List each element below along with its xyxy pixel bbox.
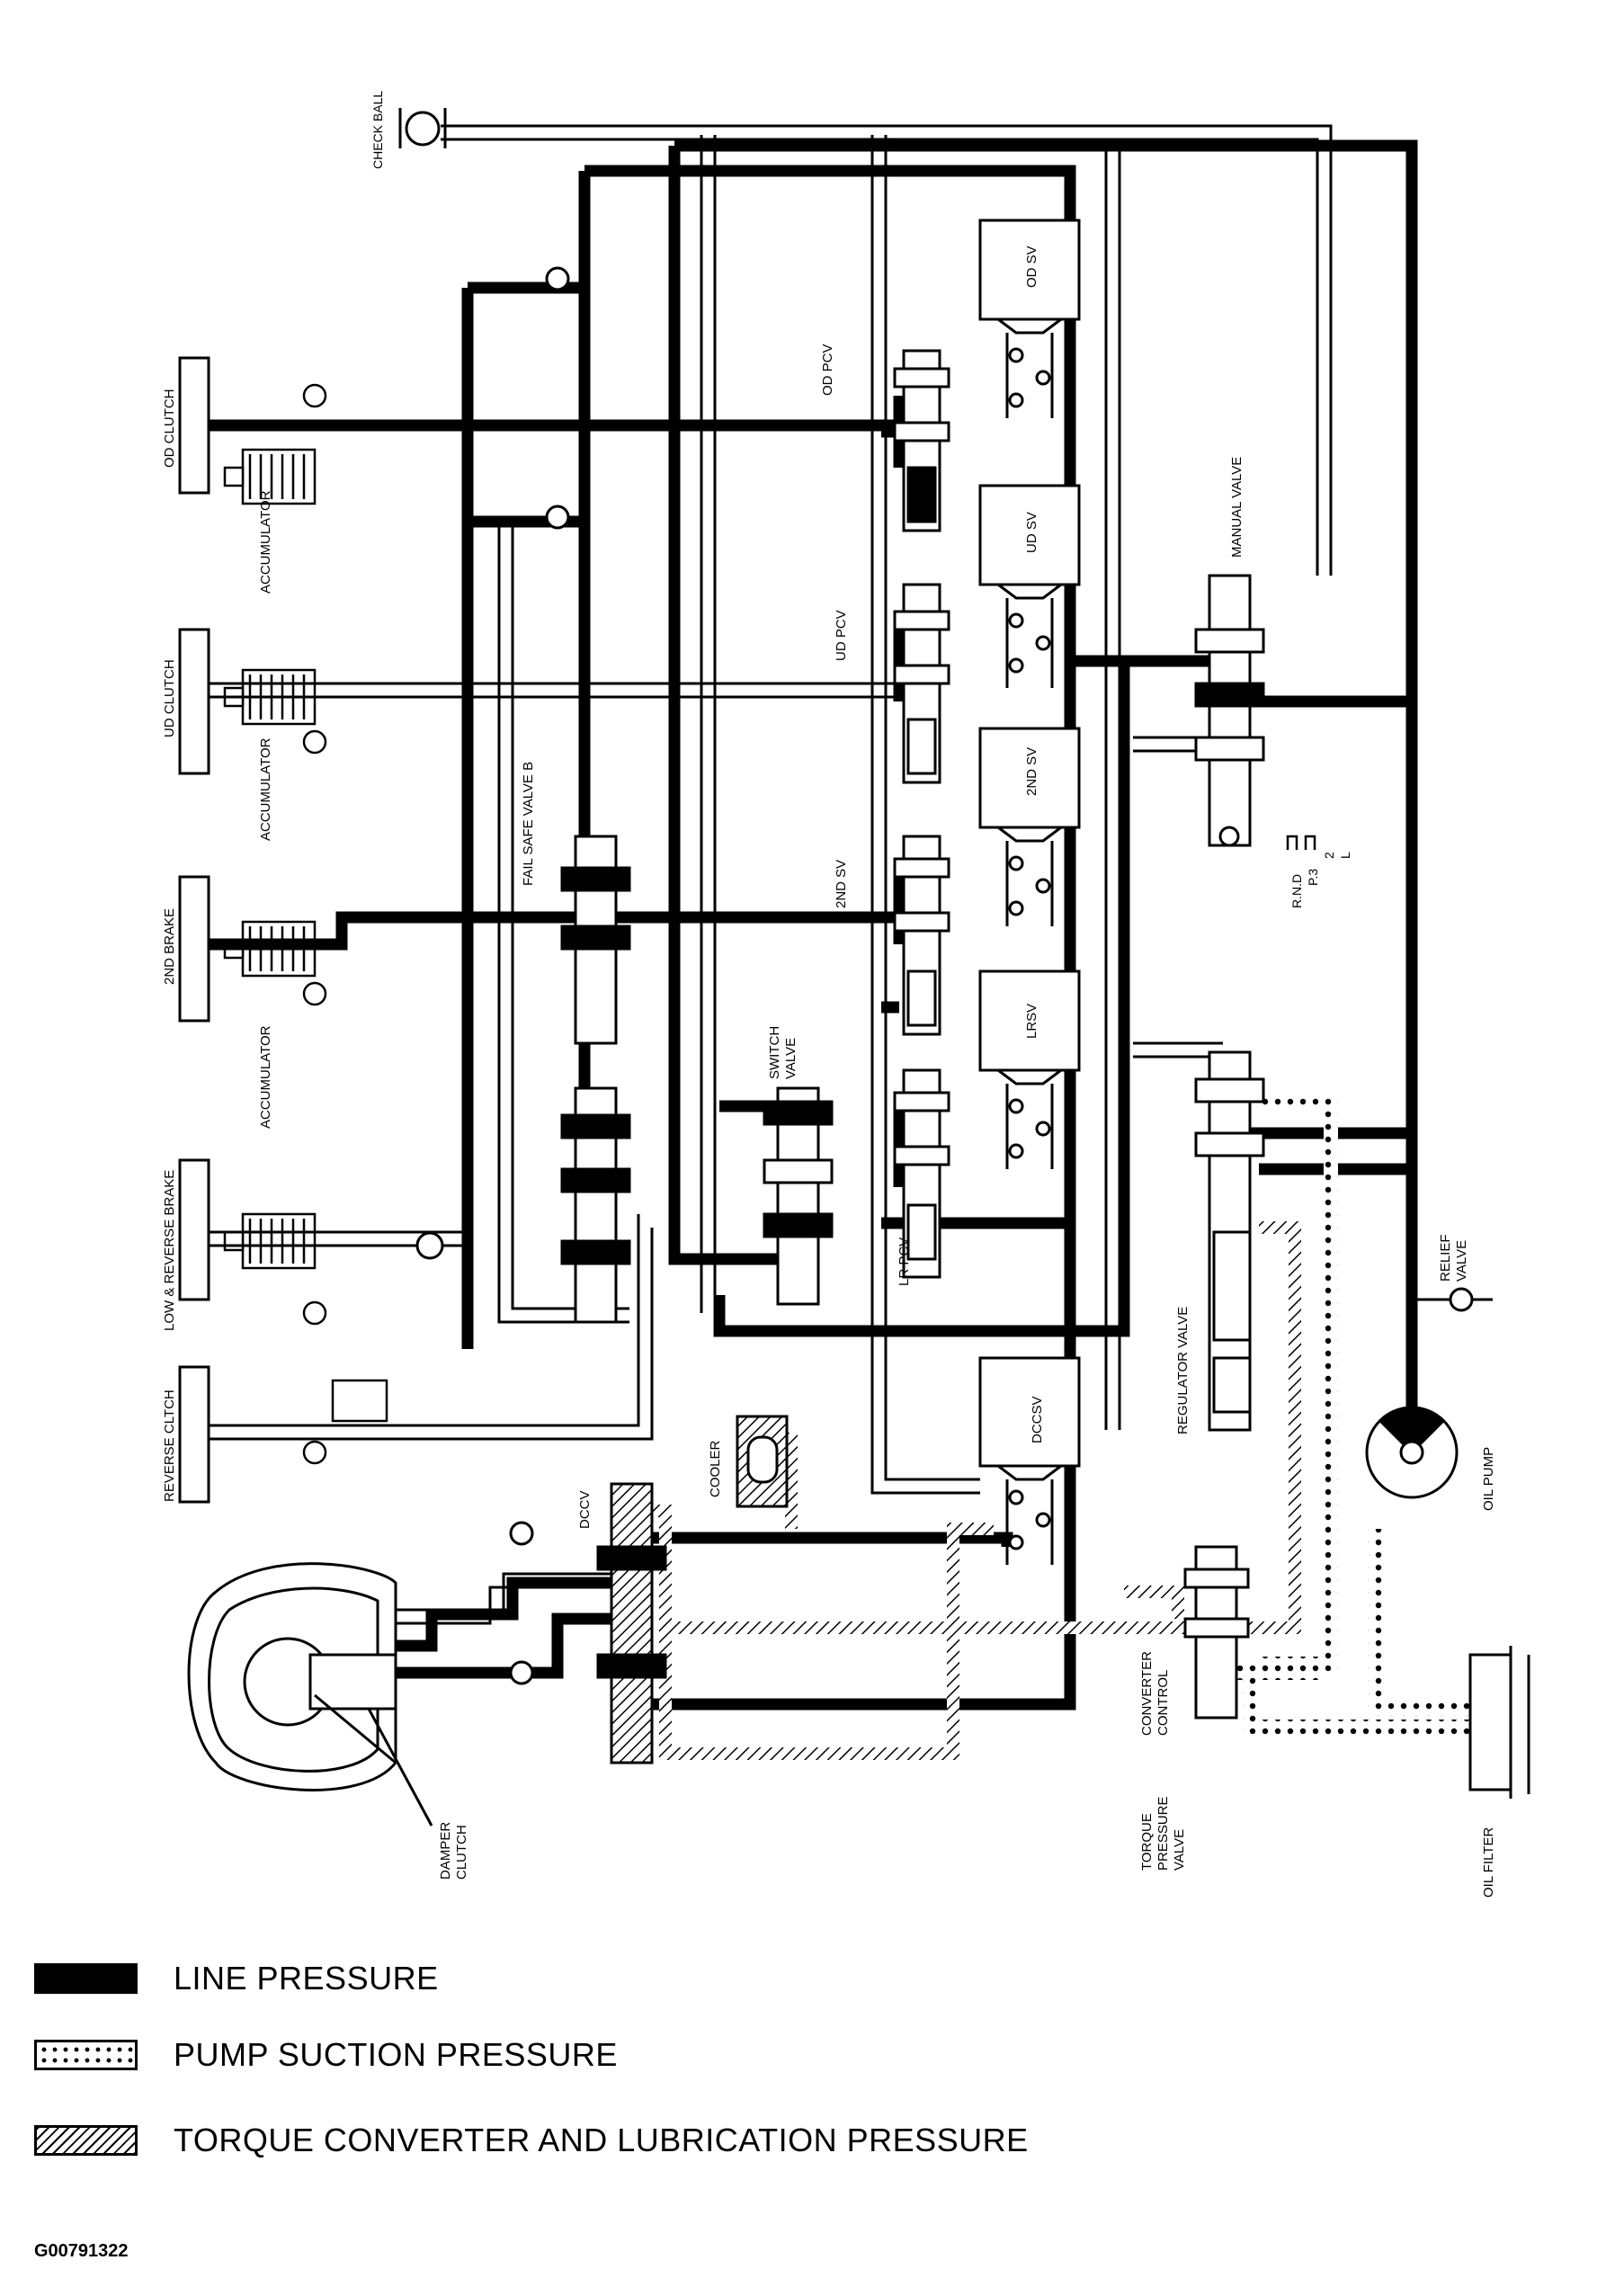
lr-pcv: [893, 1068, 950, 1279]
2nd-brake-plate: [178, 875, 210, 1023]
diagram-labels: CHECK BALL OD CLUTCH ACCUMULATOR UD CLUT…: [162, 91, 1496, 1898]
ud-sv: [978, 484, 1081, 688]
od-clutch-label: OD CLUTCH: [162, 389, 177, 468]
low-reverse-accumulator: [223, 1212, 327, 1326]
legend-pump-suction-label: PUMP SUCTION PRESSURE: [174, 2036, 618, 2073]
fail-safe-valve-b: [560, 835, 631, 1324]
lrsv: [978, 969, 1081, 1169]
oil-pump: [1365, 1406, 1459, 1499]
manual-valve-label: MANUAL VALVE: [1229, 457, 1245, 558]
od-pcv-label: OD PCV: [820, 344, 835, 396]
ud-clutch-plate: [178, 628, 210, 775]
converter-control-label-1: CONVERTER: [1139, 1651, 1155, 1736]
2nd-sv: [978, 727, 1081, 926]
torque-converter-swatch: [34, 2125, 138, 2156]
manual-valve: [1194, 574, 1265, 847]
dccv-label: DCCV: [577, 1490, 593, 1529]
range-label-4: L: [1338, 852, 1352, 859]
clutch-plates: [178, 356, 210, 1504]
od-sv-label: OD SV: [1024, 246, 1039, 288]
range-label-2: P.3: [1306, 869, 1320, 886]
figure-code: G00791322: [34, 2241, 129, 2261]
ud-sv-label: UD SV: [1024, 512, 1039, 553]
2nd-brake-label: 2ND BRAKE: [162, 908, 177, 985]
inline-check-balls: [415, 266, 570, 1685]
legend: LINE PRESSURE PUMP SUCTION PRESSURE TORQ…: [34, 1956, 1203, 2226]
control-valves: [398, 108, 1530, 1799]
switch-valve: [763, 1086, 834, 1306]
accumulator-1-label: ACCUMULATOR: [258, 490, 273, 594]
relief-valve-label-1: RELIEF: [1438, 1234, 1453, 1282]
relief-valve: [1412, 1287, 1493, 1312]
oil-filter: [1468, 1646, 1530, 1799]
od-pcv: [893, 349, 950, 532]
line-pressure-swatch: [34, 1963, 138, 1994]
reverse-clutch-plate: [178, 1365, 210, 1504]
cooler: [736, 1415, 789, 1508]
hydraulic-circuit-diagram: CHECK BALL OD CLUTCH ACCUMULATOR UD CLUT…: [162, 91, 1530, 1898]
line-pressure-circuit: [209, 139, 1418, 1711]
range-marks: [1286, 835, 1316, 850]
dccsv: [978, 1356, 1081, 1565]
torque-pressure-valve: [1183, 1545, 1250, 1720]
range-label-1: R.N.D: [1289, 874, 1304, 908]
od-clutch-plate: [178, 356, 210, 495]
accumulator-2-label: ACCUMULATOR: [258, 737, 273, 841]
torque-pressure-valve-label-2: PRESSURE: [1155, 1796, 1171, 1871]
accumulators: [223, 383, 388, 1465]
lrsv-label: LRSV: [1024, 1004, 1039, 1039]
converter-control-label-2: CONTROL: [1155, 1670, 1171, 1736]
legend-line-pressure: LINE PRESSURE: [34, 1956, 439, 2001]
od-sv: [978, 219, 1081, 418]
lr-pcv-label: LR PCV: [897, 1237, 912, 1286]
2nd-brake-accumulator: [223, 920, 327, 1006]
check-ball: [398, 108, 447, 148]
relief-valve-label-2: VALVE: [1454, 1240, 1469, 1282]
signal-passages: [209, 124, 1333, 1625]
legend-torque-converter: TORQUE CONVERTER AND LUBRICATION PRESSUR…: [34, 2118, 1029, 2163]
torque-pressure-valve-label-1: TORQUE: [1139, 1813, 1155, 1871]
check-ball-label: CHECK BALL: [370, 91, 385, 169]
low-reverse-brake-label: LOW & REVERSE BRAKE: [162, 1170, 177, 1331]
damper-clutch-label-2: CLUTCH: [454, 1825, 469, 1880]
switch-valve-label-2: VALVE: [783, 1038, 799, 1079]
range-label-3: 2: [1322, 852, 1336, 859]
reverse-clutch-label: REVERSE CLTCH: [162, 1389, 177, 1502]
oil-filter-label: OIL FILTER: [1481, 1827, 1496, 1898]
pressure-control-valves: [893, 349, 950, 1279]
od-accumulator: [223, 383, 327, 505]
dccsv-label: DCCSV: [1030, 1396, 1045, 1443]
legend-torque-converter-label: TORQUE CONVERTER AND LUBRICATION PRESSUR…: [174, 2122, 1029, 2158]
2nd-sv-side-label: 2ND SV: [834, 860, 849, 908]
switch-valve-label-1: SWITCH: [767, 1026, 782, 1079]
pump-suction-circuit: [1232, 1094, 1484, 1734]
regulator-valve: [1194, 1050, 1265, 1432]
damper-clutch-label-1: DAMPER: [438, 1822, 453, 1880]
cooler-label: COOLER: [708, 1440, 723, 1497]
regulator-valve-label: REGULATOR VALVE: [1175, 1307, 1191, 1434]
low-reverse-brake-plate: [178, 1158, 210, 1301]
oil-pump-label: OIL PUMP: [1481, 1447, 1496, 1511]
fail-safe-valve-b-label: FAIL SAFE VALVE B: [521, 762, 536, 886]
torque-converter: [187, 1562, 433, 1827]
legend-pump-suction: PUMP SUCTION PRESSURE: [34, 2032, 618, 2077]
ud-clutch-label: UD CLUTCH: [162, 659, 177, 737]
torque-pressure-valve-label-3: VALVE: [1172, 1829, 1187, 1871]
2nd-pcv: [893, 835, 950, 1036]
pump-suction-swatch: [34, 2040, 138, 2070]
2nd-sv-label: 2ND SV: [1024, 747, 1039, 796]
reverse-clutch-accumulator: [302, 1379, 388, 1465]
ud-pcv-label: UD PCV: [834, 610, 849, 661]
ud-pcv: [893, 583, 950, 784]
torque-converter-lubrication-circuit: [629, 1221, 1301, 1760]
legend-line-pressure-label: LINE PRESSURE: [174, 1960, 439, 1997]
dccv: [596, 1482, 667, 1764]
solenoid-valves: [978, 219, 1081, 1565]
accumulator-3-label: ACCUMULATOR: [258, 1025, 273, 1129]
